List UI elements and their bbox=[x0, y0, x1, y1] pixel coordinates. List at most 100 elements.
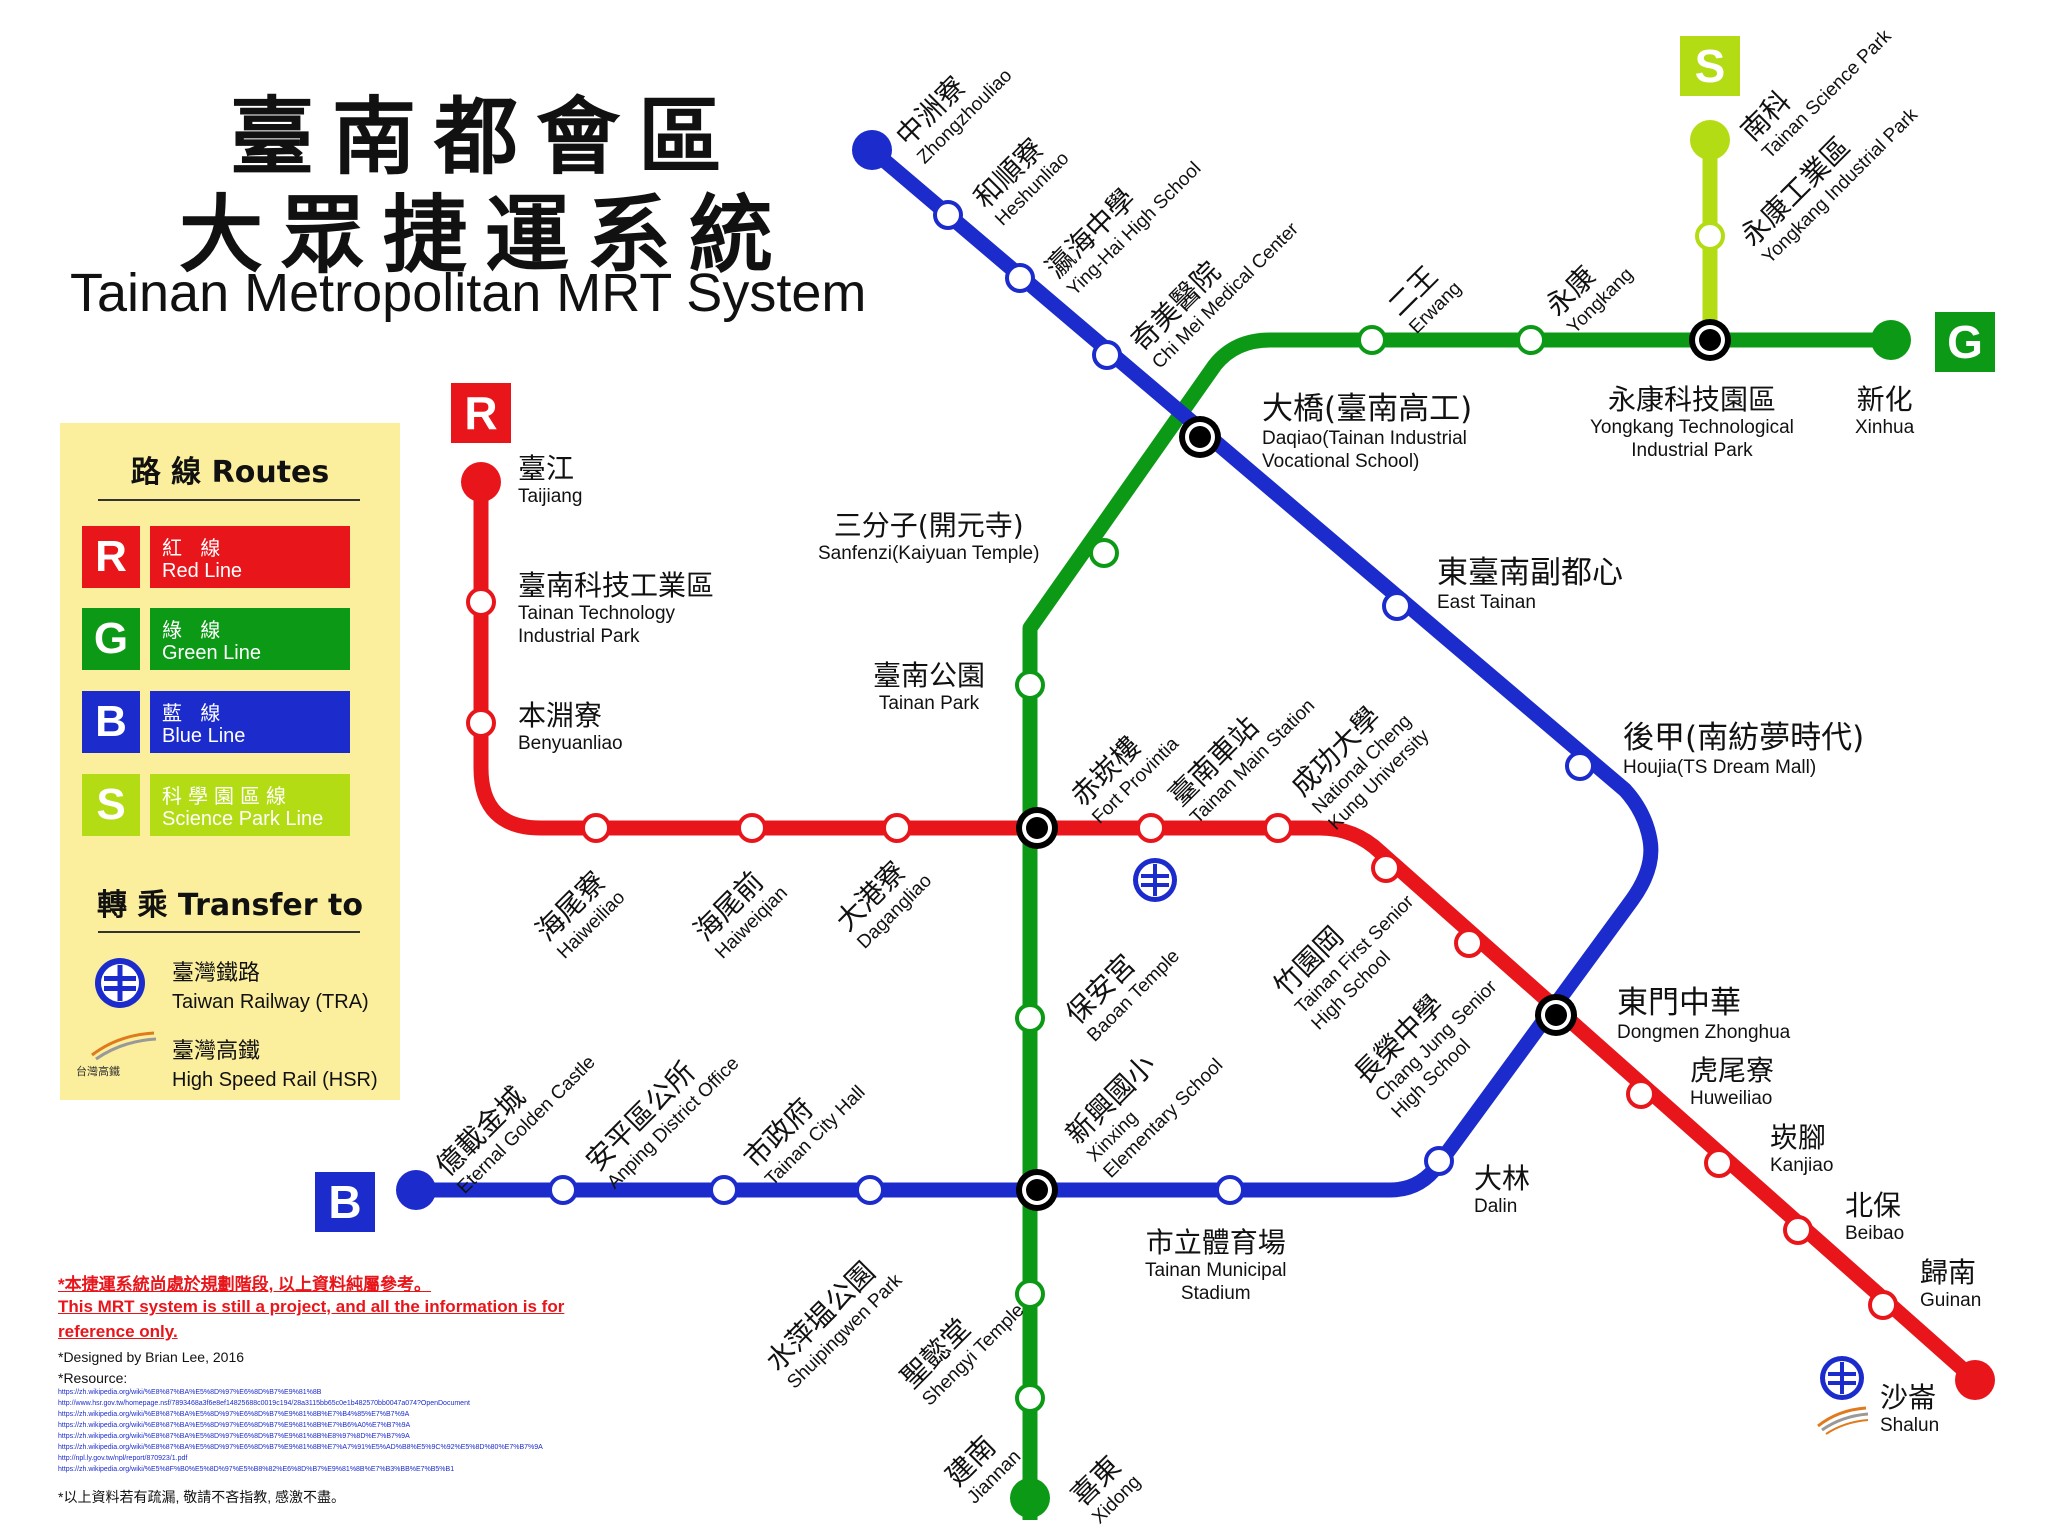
station-dagangliao[interactable] bbox=[882, 813, 912, 843]
station-tainan-municipal-stadium[interactable] bbox=[1215, 1175, 1245, 1205]
blue-line-badge: B bbox=[315, 1172, 375, 1232]
label-east-tainan: 東臺南副都心 East Tainan bbox=[1437, 555, 1623, 614]
station-tainan-city-hall[interactable] bbox=[855, 1175, 885, 1205]
legend-divider bbox=[98, 931, 360, 933]
station-yongkang[interactable] bbox=[1516, 325, 1546, 355]
apology-note: *以上資料若有疏漏, 敬請不吝指教, 感激不盡。 bbox=[58, 1489, 346, 1505]
station-benyuanliao[interactable] bbox=[466, 708, 496, 738]
disclaimer-zh: *本捷運系統尚處於規劃階段, 以上資料純屬參考。 bbox=[58, 1275, 432, 1294]
station-anping-district-office[interactable] bbox=[709, 1175, 739, 1205]
resource-link[interactable]: https://zh.wikipedia.org/wiki/%E8%87%BA%… bbox=[58, 1411, 410, 1418]
label-benyuanliao-en: Benyuanliao bbox=[518, 733, 623, 754]
resource-link[interactable]: https://zh.wikipedia.org/wiki/%E8%87%BA%… bbox=[58, 1422, 411, 1429]
station-huweiliao[interactable] bbox=[1626, 1079, 1656, 1109]
station-yongkang-industrial-park[interactable] bbox=[1695, 221, 1725, 251]
legend-transfer-tra: 臺灣鐵路 Taiwan Railway (TRA) bbox=[172, 955, 369, 1014]
high-speed-rail-icon bbox=[91, 1031, 157, 1061]
label-sanfenzi-en: Sanfenzi(Kaiyuan Temple) bbox=[818, 543, 1040, 564]
label-east-tainan-zh: 東臺南副都心 bbox=[1437, 555, 1623, 591]
legend-science-zh: 科學園區線 bbox=[162, 784, 292, 808]
station-houjia[interactable] bbox=[1565, 751, 1595, 781]
station-haiweiliao[interactable] bbox=[581, 813, 611, 843]
label-kanjiao-en: Kanjiao bbox=[1770, 1155, 1834, 1176]
label-east-tainan-en: East Tainan bbox=[1437, 592, 1536, 613]
resource-link[interactable]: https://zh.wikipedia.org/wiki/%E8%87%BA%… bbox=[58, 1444, 543, 1451]
label-shalun-en: Shalun bbox=[1880, 1415, 1940, 1436]
station-beibao[interactable] bbox=[1783, 1215, 1813, 1245]
label-kanjiao-zh: 崁腳 bbox=[1770, 1121, 1827, 1154]
station-tainan-main-station[interactable] bbox=[1136, 813, 1166, 843]
legend-divider bbox=[98, 499, 360, 501]
station-jiannan[interactable] bbox=[1015, 1383, 1045, 1413]
resource-link[interactable]: http://www.hsr.gov.tw/homepage.nsf/78934… bbox=[58, 1400, 470, 1407]
legend-tra-en: Taiwan Railway (TRA) bbox=[172, 991, 369, 1013]
label-houjia-en: Houjia(TS Dream Mall) bbox=[1623, 757, 1817, 778]
disclaimer-en-2: reference only. bbox=[58, 1322, 178, 1341]
legend-transfer-heading: 轉 乘 Transfer to bbox=[97, 888, 363, 923]
station-kanjiao[interactable] bbox=[1704, 1148, 1734, 1178]
green-line-path bbox=[1022, 332, 1891, 1520]
label-yongkang-tech-park: 永康科技園區 Yongkang Technological Industrial… bbox=[1590, 384, 1794, 462]
resource-link[interactable]: https://zh.wikipedia.org/wiki/%E8%87%BA%… bbox=[58, 1433, 410, 1440]
station-tainan-first-senior-high-school[interactable] bbox=[1371, 853, 1401, 883]
label-stadium-en1: Tainan Municipal bbox=[1145, 1260, 1287, 1281]
label-sanfenzi-zh: 三分子(開元寺) bbox=[833, 509, 1024, 542]
station-eternal-golden-castle-east[interactable] bbox=[548, 1175, 578, 1205]
station-baoan-temple[interactable] bbox=[1015, 1003, 1045, 1033]
label-dongmen-zhonghua: 東門中華 Dongmen Zhonghua bbox=[1617, 985, 1790, 1044]
station-national-cheng-kung-university[interactable] bbox=[1263, 813, 1293, 843]
label-yktp-en2: Industrial Park bbox=[1631, 440, 1753, 461]
station-guinan[interactable] bbox=[1868, 1290, 1898, 1320]
station-ying-hai-high-school[interactable] bbox=[1005, 263, 1035, 293]
resource-label: *Resource: bbox=[58, 1370, 128, 1386]
terminal-science-tainan-science-park[interactable] bbox=[1690, 120, 1730, 160]
label-daqiao-en2: Vocational School) bbox=[1262, 451, 1420, 472]
transfer-station-yongkang-tech-park-core bbox=[1699, 329, 1721, 351]
label-guinan: 歸南 Guinan bbox=[1920, 1257, 1981, 1312]
station-haiweiqian[interactable] bbox=[737, 813, 767, 843]
science-line-badge: S bbox=[1680, 36, 1740, 96]
terminal-red-taijiang[interactable] bbox=[461, 462, 501, 502]
terminal-blue-eternal-golden-castle[interactable] bbox=[396, 1170, 436, 1210]
station-chi-mei-medical-center[interactable] bbox=[1092, 340, 1122, 370]
resource-link[interactable]: https://zh.wikipedia.org/wiki/%E5%8F%B0%… bbox=[58, 1466, 455, 1473]
legend-letter-red: R bbox=[82, 526, 140, 588]
station-shengyi-temple[interactable] bbox=[1015, 1279, 1045, 1309]
label-tainan-park: 臺南公園 Tainan Park bbox=[873, 660, 985, 715]
legend-letter-science: S bbox=[82, 774, 140, 836]
resource-link[interactable]: https://zh.wikipedia.org/wiki/%E8%87%BA%… bbox=[58, 1389, 322, 1396]
transfer-station-daqiao-core bbox=[1189, 426, 1211, 448]
label-daqiao: 大橋(臺南高工) Daqiao(Tainan Industrial Vocati… bbox=[1262, 391, 1472, 473]
station-sanfenzi[interactable] bbox=[1089, 538, 1119, 568]
station-heshunliao[interactable] bbox=[933, 200, 963, 230]
label-dalin: 大林 Dalin bbox=[1474, 1163, 1530, 1218]
resource-link[interactable]: http://npl.ly.gov.tw/npl/report/870923/1… bbox=[58, 1455, 188, 1462]
station-chang-jung-senior-high-school[interactable] bbox=[1454, 928, 1484, 958]
legend-science-en: Science Park Line bbox=[162, 808, 324, 830]
label-taijiang-zh: 臺江 bbox=[518, 452, 575, 485]
legend-bar-green: 綠 線 Green Line bbox=[150, 608, 350, 670]
station-erwang[interactable] bbox=[1357, 325, 1387, 355]
terminal-green-xinhua[interactable] bbox=[1871, 320, 1911, 360]
label-xinhua-en: Xinhua bbox=[1855, 417, 1915, 438]
legend-blue-en: Blue Line bbox=[162, 725, 246, 747]
terminal-red-shalun[interactable] bbox=[1955, 1360, 1995, 1400]
station-dalin[interactable] bbox=[1424, 1146, 1454, 1176]
label-daqiao-zh: 大橋(臺南高工) bbox=[1262, 391, 1473, 427]
station-tainan-technology-industrial-park[interactable] bbox=[466, 587, 496, 617]
label-dalin-zh: 大林 bbox=[1474, 1162, 1531, 1195]
legend-red-en: Red Line bbox=[162, 560, 243, 582]
taiwan-railway-icon bbox=[95, 958, 145, 1008]
label-dongmen-en: Dongmen Zhonghua bbox=[1617, 1022, 1791, 1043]
legend-transfer-hsr: 臺灣高鐵 High Speed Rail (HSR) bbox=[172, 1033, 378, 1092]
terminal-blue-zhongzhouliao[interactable] bbox=[852, 130, 892, 170]
legend-bar-red: 紅 線 Red Line bbox=[150, 526, 350, 588]
transfer-station-dongmen-zhonghua-core bbox=[1545, 1004, 1567, 1026]
label-sanfenzi: 三分子(開元寺) Sanfenzi(Kaiyuan Temple) bbox=[818, 510, 1039, 565]
station-east-tainan[interactable] bbox=[1382, 591, 1412, 621]
terminal-green-xidong[interactable] bbox=[1010, 1478, 1050, 1518]
station-tainan-park[interactable] bbox=[1015, 670, 1045, 700]
legend-green-en: Green Line bbox=[162, 642, 261, 664]
label-stadium-en2: Stadium bbox=[1180, 1283, 1251, 1304]
